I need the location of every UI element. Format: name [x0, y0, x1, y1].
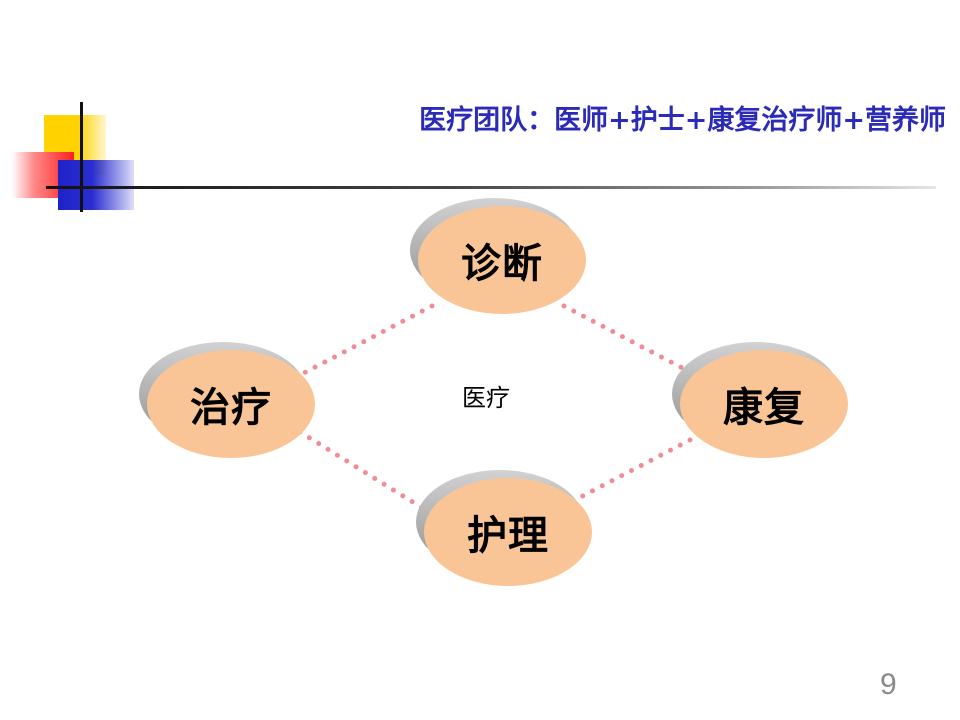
node-ellipse: 治疗	[147, 350, 315, 458]
node-label-nursing: 护理	[467, 512, 549, 559]
decor-vertical-line	[80, 102, 83, 212]
connector-diagnosis-rehab	[561, 303, 693, 375]
decor-blue-square	[58, 160, 134, 210]
center-label: 医疗	[462, 384, 510, 412]
title-underline	[46, 186, 936, 189]
connector-treatment-nursing	[297, 429, 435, 517]
node-label-treatment: 治疗	[190, 384, 272, 431]
node-ellipse: 诊断	[418, 206, 586, 314]
connector-rehab-nursing	[572, 437, 693, 503]
connector-diagnosis-treatment	[297, 303, 435, 378]
node-label-diagnosis: 诊断	[461, 240, 543, 287]
node-nursing: 护理	[416, 470, 592, 586]
node-ellipse: 康复	[680, 350, 848, 458]
node-ellipse: 护理	[424, 478, 592, 586]
node-diagnosis: 诊断	[410, 198, 586, 314]
node-label-rehabilitation: 康复	[723, 384, 805, 431]
node-treatment: 治疗	[139, 342, 315, 458]
page-number: 9	[880, 668, 897, 701]
slide-title: 医疗团队：医师+护士+康复治疗师+营养师	[419, 105, 946, 136]
node-rehabilitation: 康复	[672, 342, 848, 458]
